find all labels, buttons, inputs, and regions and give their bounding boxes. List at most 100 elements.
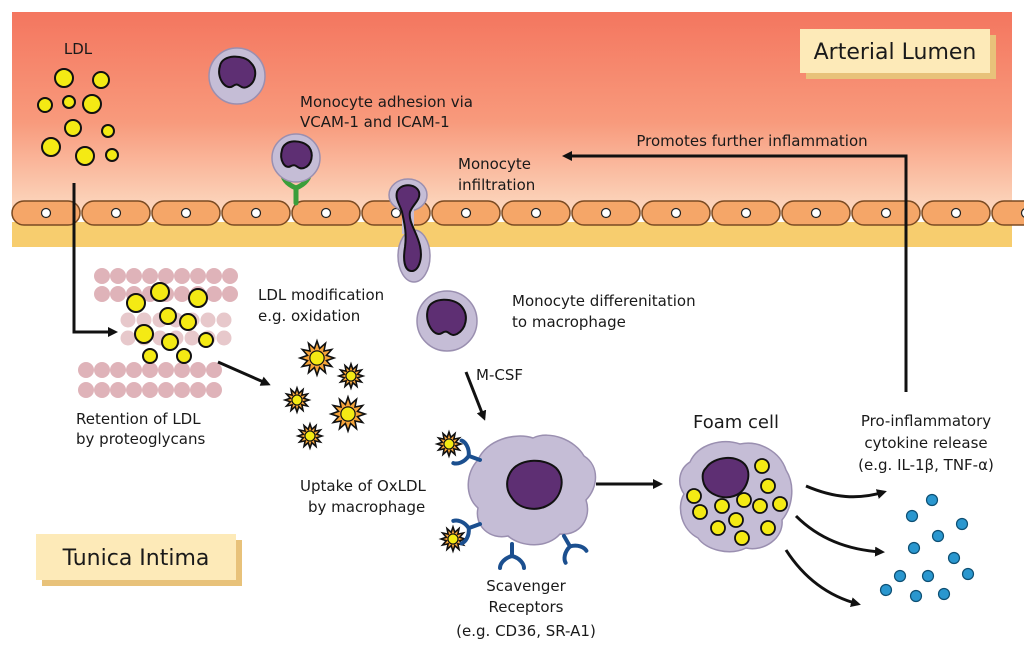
ldl-particle (105, 148, 119, 162)
cytokine-arrow-1 (805, 484, 887, 499)
proteoglycan-bead (94, 268, 110, 284)
endothelial-cell (991, 200, 1024, 226)
ldl-particle (37, 97, 53, 113)
lipid-droplet (752, 498, 768, 514)
ldl-particle (150, 282, 170, 302)
infiltration-label-line2: infiltration (458, 176, 535, 194)
oxldl-core (345, 370, 357, 382)
ldl-particle (198, 332, 214, 348)
endothelial-nucleus (180, 207, 192, 219)
endothelial-nucleus (670, 207, 682, 219)
proteoglycan-bead (206, 382, 222, 398)
adhesion-label-line2: VCAM-1 and ICAM-1 (300, 113, 450, 131)
ldl-particles-lumen (37, 68, 119, 166)
ldl-particle (82, 94, 102, 114)
adhesion-label-line1: Monocyte adhesion via (300, 93, 473, 111)
cytokine-dot (955, 517, 969, 531)
endothelial-nucleus (880, 207, 892, 219)
oxldl-core (291, 394, 303, 406)
proteoglycan-bead (174, 382, 190, 398)
retention-label-line1: Retention of LDL (76, 410, 201, 428)
proteoglycan-bead (206, 268, 222, 284)
proteoglycan-bead (110, 286, 126, 302)
proteoglycan-bead (120, 330, 136, 346)
scavenger-receptor-icon (498, 542, 526, 570)
lipid-droplet (686, 488, 702, 504)
tunica-intima-label: Tunica Intima (36, 534, 242, 586)
retention-label-line2: by proteoglycans (76, 430, 206, 448)
proteoglycan-bead (110, 382, 126, 398)
ldl-particle (188, 288, 208, 308)
endothelial-cell-layer (11, 200, 1024, 226)
proteoglycan-bead (206, 286, 222, 302)
macrophage (467, 434, 597, 546)
scavenger-receptor-icon (451, 438, 482, 466)
cytokine-arrow-2 (794, 514, 885, 557)
mcsf-label: M-CSF (476, 366, 523, 384)
uptake-label-line2: by macrophage (308, 498, 425, 516)
ldl-particles-retained (126, 282, 214, 364)
proteoglycan-bead (120, 312, 136, 328)
monocyte-free (208, 47, 266, 105)
proteoglycan-bead (126, 382, 142, 398)
cytokine-particles (879, 493, 975, 603)
proteoglycan-bead (126, 362, 142, 378)
proteoglycan-bead (174, 362, 190, 378)
endothelial-nucleus (600, 207, 612, 219)
modification-label-line2: e.g. oxidation (258, 307, 360, 325)
cytokine-dot (947, 551, 961, 565)
scavenger-receptor-icon (562, 534, 589, 565)
proteoglycan-bead (206, 362, 222, 378)
intima-band (12, 222, 1012, 247)
ldl-particle (101, 124, 115, 138)
lipid-droplet (692, 504, 708, 520)
uptake-label-line1: Uptake of OxLDL (300, 477, 427, 495)
svg-text:Tunica Intima: Tunica Intima (62, 546, 210, 571)
endothelial-nucleus (250, 207, 262, 219)
proteoglycan-bead (94, 362, 110, 378)
cytokine-dot (925, 493, 939, 507)
feedback-label: Promotes further inflammation (636, 132, 867, 150)
scavenger-label-line1: Scavenger (486, 577, 566, 595)
cytokine-label-line1: Pro-inflammatory (861, 412, 991, 430)
cytokine-dot (937, 587, 951, 601)
lipid-droplet (728, 512, 744, 528)
foam-cell-label: Foam cell (693, 412, 779, 433)
proteoglycan-bead (200, 312, 216, 328)
modification-arrow (217, 360, 271, 386)
cytokine-label-line3: (e.g. IL-1β, TNF-α) (858, 456, 994, 474)
endothelial-nucleus (1020, 208, 1024, 218)
ldl-particle (179, 313, 197, 331)
cytokine-label-line2: cytokine release (864, 434, 987, 452)
foam-cell-lipid-droplets (686, 458, 788, 546)
scavenger-label-line3: (e.g. CD36, SR-A1) (456, 622, 596, 640)
infiltration-label-line1: Monocyte (458, 155, 531, 173)
endothelial-nucleus (390, 207, 402, 219)
oxldl-core (447, 533, 459, 545)
cytokine-dot (931, 529, 945, 543)
proteoglycan-bead (190, 362, 206, 378)
cytokine-dot (907, 541, 921, 555)
lipid-droplet (754, 458, 770, 474)
cytokine-dot (879, 583, 893, 597)
ldl-particle (62, 95, 76, 109)
scavenger-label-line2: Receptors (488, 598, 563, 616)
proteoglycan-bead (216, 312, 232, 328)
endothelial-nucleus (530, 207, 542, 219)
ldl-particle (176, 348, 192, 364)
oxldl-core (304, 430, 316, 442)
cytokine-dot (909, 589, 923, 603)
proteoglycan-bead (110, 362, 126, 378)
endothelial-nucleus (810, 207, 822, 219)
proteoglycan-bead (142, 382, 158, 398)
proteoglycan-bead (158, 382, 174, 398)
feedback-arrow (562, 151, 908, 392)
proteoglycan-bead (78, 382, 94, 398)
endothelial-nucleus (950, 207, 962, 219)
proteoglycan-bead (174, 268, 190, 284)
proteoglycan-bead (78, 362, 94, 378)
differentiation-label-line1: Monocyte differenitation (512, 292, 696, 310)
monocyte-adhering (271, 133, 321, 183)
endothelial-nucleus (740, 207, 752, 219)
lipid-droplet (760, 478, 776, 494)
